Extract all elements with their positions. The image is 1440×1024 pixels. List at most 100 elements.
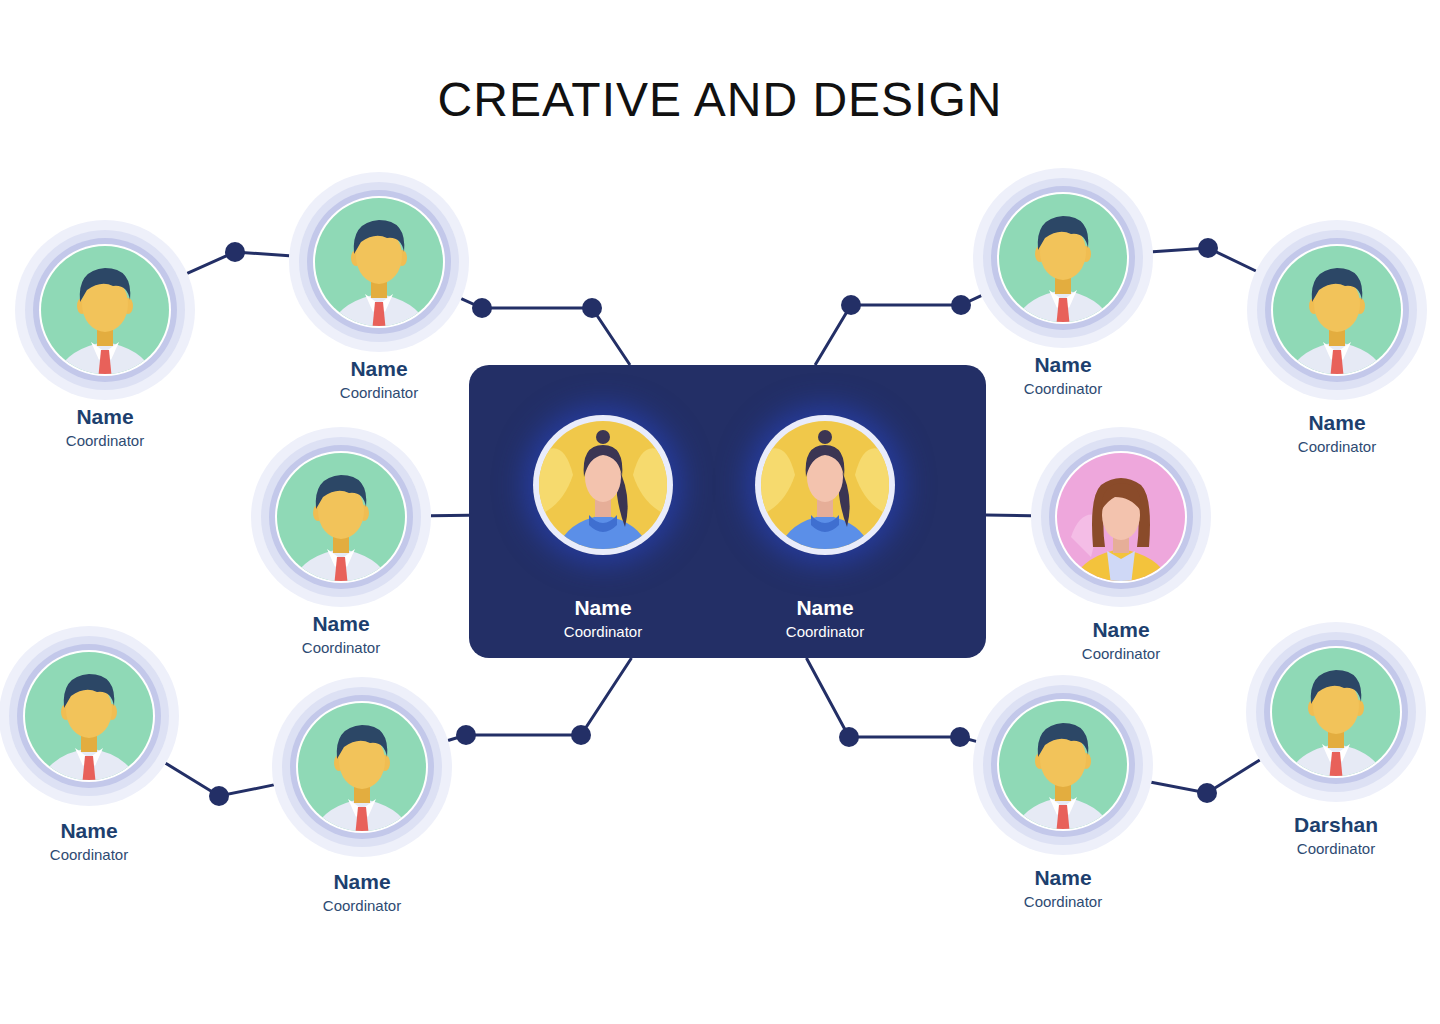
spacer — [1219, 400, 1440, 410]
avatar-circle — [1247, 220, 1427, 400]
avatar-illustration — [1247, 220, 1427, 400]
connector — [448, 658, 632, 745]
connector — [1151, 760, 1260, 803]
connector-dot — [582, 298, 602, 318]
avatar-circle — [973, 168, 1153, 348]
connector-dot — [571, 725, 591, 745]
avatar-figure — [15, 220, 195, 400]
connector-dot — [209, 786, 229, 806]
avatar-circle — [1246, 622, 1426, 802]
connector-line — [806, 658, 976, 741]
member-node: NameCoordinator — [0, 220, 223, 452]
avatar-figure — [533, 415, 673, 555]
connector-line — [448, 658, 632, 741]
connector-line — [986, 514, 1031, 518]
avatar-illustration — [289, 172, 469, 352]
avatar-illustration — [755, 415, 895, 555]
title: CREATIVE AND DESIGN — [0, 70, 1440, 130]
avatar-circle — [251, 427, 431, 607]
connector-dot — [472, 298, 492, 318]
avatar-figure — [1247, 220, 1427, 400]
avatar-figure — [973, 675, 1153, 855]
avatar-illustration — [272, 677, 452, 857]
avatar-illustration — [1031, 427, 1211, 607]
member-node: NameCoordinator — [261, 172, 497, 404]
member-role: Coordinator — [707, 621, 943, 643]
avatar-figure — [1246, 622, 1426, 802]
avatar-circle — [15, 220, 195, 400]
avatar-figure — [251, 427, 431, 607]
connector-line — [431, 514, 469, 518]
member-role: Coordinator — [244, 895, 480, 917]
avatar-circle — [1031, 427, 1211, 607]
member-name: Name — [485, 595, 721, 621]
connector — [806, 658, 976, 747]
avatar-figure — [272, 677, 452, 857]
member-name: Name — [0, 404, 223, 430]
member-node: NameCoordinator — [945, 168, 1181, 400]
member-node: NameCoordinator — [945, 675, 1181, 913]
avatar-illustration — [1246, 622, 1426, 802]
avatar-circle — [289, 172, 469, 352]
connector — [187, 242, 289, 273]
member-role: Coordinator — [1003, 643, 1239, 665]
connector-dot — [1198, 238, 1218, 258]
avatar-illustration — [973, 675, 1153, 855]
connector — [1153, 238, 1256, 271]
member-role: Coordinator — [1219, 436, 1440, 458]
member-node: NameCoordinator — [223, 427, 459, 659]
member-name: Name — [261, 356, 497, 382]
member-role: Coordinator — [945, 891, 1181, 913]
member-node: NameCoordinator — [244, 677, 480, 917]
avatar-circle — [533, 415, 673, 555]
spacer — [707, 555, 943, 595]
member-name: Darshan — [1218, 812, 1440, 838]
member-name: Name — [223, 611, 459, 637]
member-role: Coordinator — [485, 621, 721, 643]
spacer — [1003, 607, 1239, 617]
avatar-figure — [0, 626, 179, 806]
spacer — [945, 348, 1181, 352]
connector — [815, 295, 981, 365]
avatar-circle — [973, 675, 1153, 855]
avatar-figure — [755, 415, 895, 555]
member-role: Coordinator — [223, 637, 459, 659]
member-role: Coordinator — [261, 382, 497, 404]
spacer — [1218, 802, 1440, 812]
avatar-figure — [1031, 427, 1211, 607]
spacer — [261, 352, 497, 356]
avatar-figure — [289, 172, 469, 352]
connector-dot — [839, 727, 859, 747]
team-panel: NameCoordinatorNameCoordinator — [469, 365, 986, 658]
avatar-illustration — [973, 168, 1153, 348]
avatar-illustration — [251, 427, 431, 607]
member-name: Name — [0, 818, 207, 844]
member-node: NameCoordinator — [707, 415, 943, 643]
spacer — [244, 857, 480, 869]
member-role: Coordinator — [0, 430, 223, 452]
connector-dot — [1197, 783, 1217, 803]
avatar-circle — [755, 415, 895, 555]
avatar-circle — [0, 626, 179, 806]
spacer — [0, 806, 207, 818]
connector — [461, 298, 630, 365]
avatar-illustration — [533, 415, 673, 555]
member-name: Name — [244, 869, 480, 895]
spacer — [945, 855, 1181, 865]
connector — [986, 515, 1031, 517]
member-role: Coordinator — [0, 844, 207, 866]
member-name: Name — [707, 595, 943, 621]
spacer — [0, 400, 223, 404]
connector-dot — [950, 727, 970, 747]
member-name: Name — [1219, 410, 1440, 436]
avatar-illustration — [0, 626, 179, 806]
connector — [431, 515, 469, 517]
connector-dot — [456, 725, 476, 745]
connector — [166, 763, 274, 806]
member-name: Name — [945, 865, 1181, 891]
member-node: DarshanCoordinator — [1218, 622, 1440, 860]
member-node: NameCoordinator — [0, 626, 207, 866]
member-role: Coordinator — [1218, 838, 1440, 860]
member-node: NameCoordinator — [1219, 220, 1440, 458]
